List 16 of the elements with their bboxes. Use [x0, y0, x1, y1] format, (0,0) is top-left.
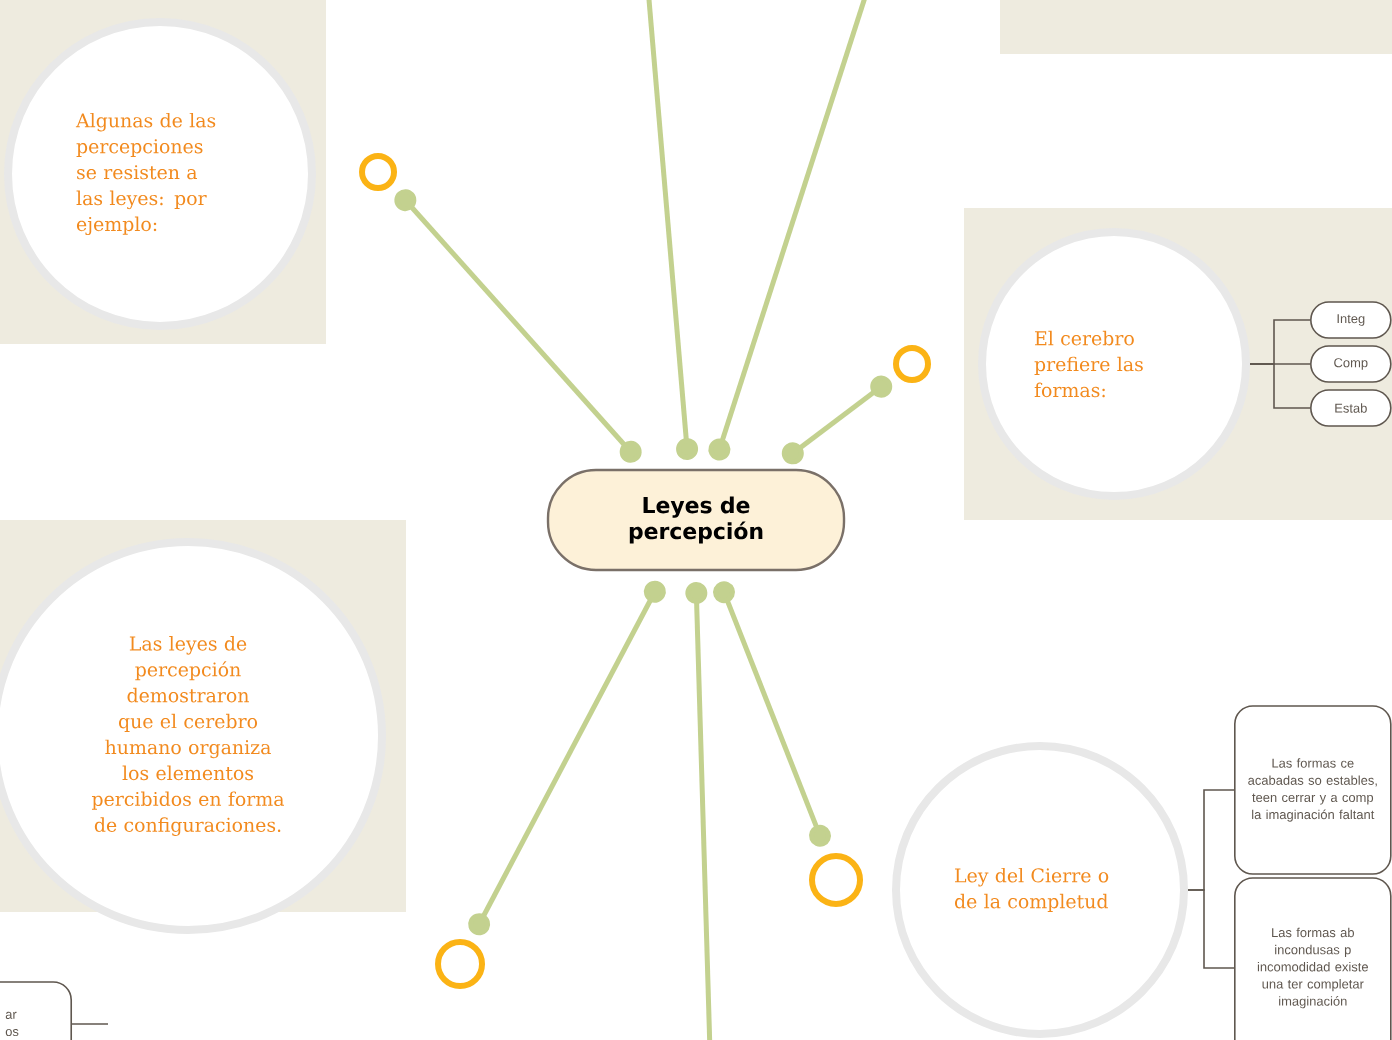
ring-marker	[893, 345, 931, 383]
branch-line	[645, 0, 699, 460]
connector-line	[1187, 889, 1235, 969]
ring-marker	[359, 153, 397, 191]
branch-line	[708, 0, 871, 461]
node-label: Las leyes de percepción demostraron que el cerebro humano organiza los elementos percibidos en forma de configuraciones.	[91, 636, 285, 836]
ring-marker	[435, 939, 485, 989]
branch-line	[468, 580, 666, 936]
branch-line	[685, 582, 713, 1040]
ring-marker	[809, 853, 863, 907]
branch-line	[781, 375, 893, 465]
branch-line	[394, 189, 642, 463]
connector-line	[1249, 363, 1311, 409]
branch-line	[713, 581, 831, 847]
central-topic-box: Leyes de percepción	[546, 468, 846, 572]
connector-line	[71, 1023, 109, 1025]
